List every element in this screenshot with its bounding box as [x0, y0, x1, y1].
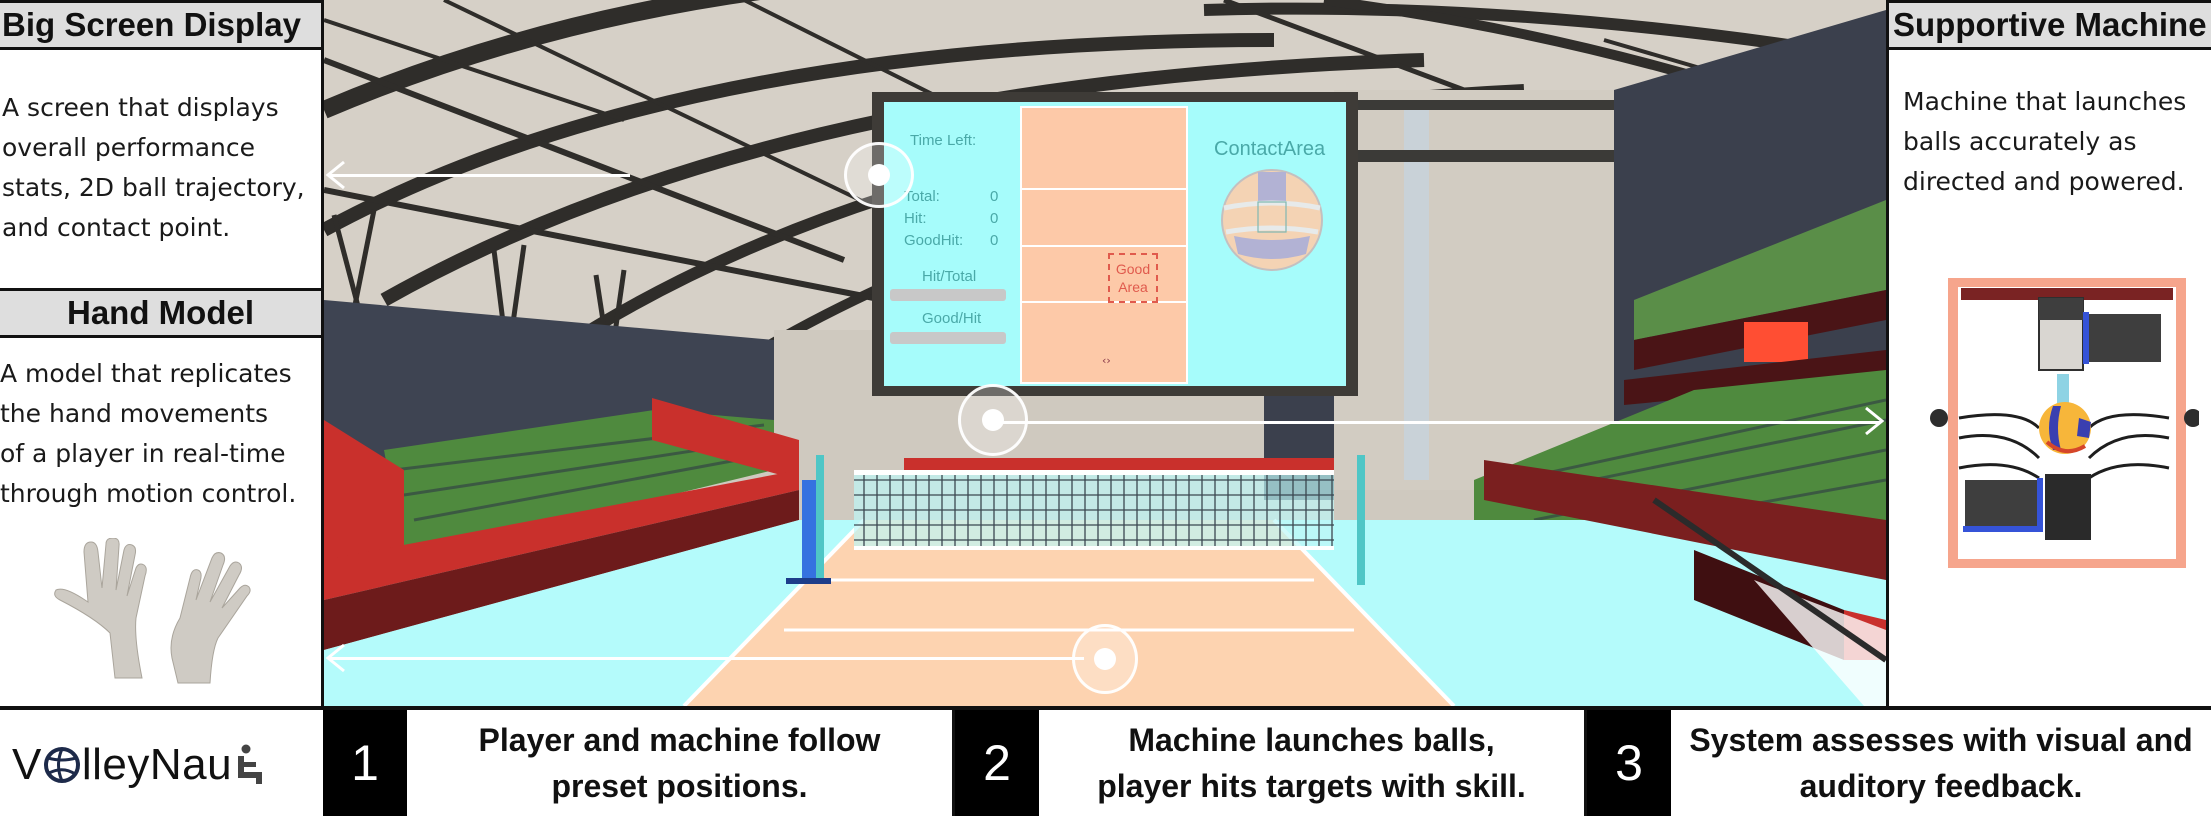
- good-hit-label: Good/Hit: [922, 310, 982, 327]
- supportive-machine-description: Machine that launches balls accurately a…: [1903, 82, 2186, 202]
- hit-total-progress-bar: [890, 289, 1006, 301]
- description-line: the hand movements: [0, 399, 269, 428]
- step-1-number: 1: [323, 710, 407, 816]
- big-screen-display-title: Big Screen Display: [2, 6, 301, 43]
- good-area-label-line2: Area: [1118, 279, 1148, 295]
- goodhit-label: GoodHit:: [904, 232, 964, 249]
- big-screen-display: Time Left: Total: 0 Hit: 0 GoodHit: 0 Hi…: [872, 92, 1358, 396]
- step-1-description: Player and machine follow preset positio…: [407, 710, 955, 816]
- left-panel: Big Screen Display A screen that display…: [0, 0, 324, 706]
- contact-area-ball-icon: [1221, 169, 1323, 271]
- machine-callout-circle: [958, 384, 1028, 456]
- good-hit-progress-bar: [890, 332, 1006, 344]
- hand-model-description: A model that replicates the hand movemen…: [0, 354, 296, 514]
- description-line: A screen that displays: [2, 93, 279, 122]
- step-number-text: 1: [351, 735, 379, 791]
- hand-model-callout-arrow: [330, 657, 1084, 660]
- big-screen-callout-circle: [844, 142, 914, 208]
- description-line: through motion control.: [0, 479, 297, 508]
- hand-model-header: Hand Model: [0, 288, 321, 338]
- big-screen-panel: Time Left: Total: 0 Hit: 0 GoodHit: 0 Hi…: [884, 102, 1346, 386]
- goodhit-value: 0: [990, 232, 999, 249]
- description-line: balls accurately as: [1903, 127, 2137, 156]
- big-screen-callout-arrow: [330, 174, 630, 177]
- volleyball-icon: [43, 747, 80, 783]
- step-line: player hits targets with skill.: [1097, 768, 1526, 804]
- description-line: overall performance: [2, 133, 256, 162]
- virtual-volleyball-arena-scene: Time Left: Total: 0 Hit: 0 GoodHit: 0 Hi…: [324, 0, 1886, 706]
- step-line: preset positions.: [551, 768, 808, 804]
- step-line: Machine launches balls,: [1128, 722, 1495, 758]
- footprint-marker: ‹›: [1102, 354, 1111, 367]
- machine-callout-arrow: [984, 421, 1880, 424]
- total-label: Total:: [904, 188, 940, 205]
- right-panel: Supportive Machine Machine that launches…: [1886, 0, 2211, 706]
- court-trajectory-map: Good Area ‹›: [1020, 106, 1188, 384]
- time-left-label: Time Left:: [910, 132, 977, 149]
- hand-model-callout-circle: [1072, 624, 1138, 694]
- step-line: System assesses with visual and: [1689, 722, 2193, 758]
- arrow-right-head-icon: [1865, 406, 1885, 436]
- description-line: Machine that launches: [1903, 87, 2187, 116]
- step-3-number: 3: [1587, 710, 1671, 816]
- good-area-target: Good Area: [1108, 253, 1158, 303]
- supportive-machine-header: Supportive Machine: [1889, 0, 2211, 50]
- logo-text-prefix: V: [12, 740, 42, 789]
- description-line: A model that replicates: [0, 359, 292, 388]
- step-line: Player and machine follow: [478, 722, 881, 758]
- description-line: of a player in real-time: [0, 439, 286, 468]
- workflow-steps-bar: V lleyNau 1 Player and machine follow pr…: [0, 706, 2211, 816]
- step-3-description: System assesses with visual and auditory…: [1671, 710, 2211, 816]
- arrow-left-head-icon: [325, 160, 345, 190]
- hand-model-title: Hand Model: [67, 294, 254, 331]
- total-value: 0: [990, 188, 999, 205]
- hit-label: Hit:: [904, 210, 927, 227]
- description-line: directed and powered.: [1903, 167, 2185, 196]
- contact-area-label: ContactArea: [1214, 138, 1326, 160]
- logo-text-suffix: lleyNau: [81, 740, 233, 789]
- step-2-description: Machine launches balls, player hits targ…: [1039, 710, 1587, 816]
- good-area-label-line1: Good: [1115, 261, 1151, 277]
- hand-models-image: [54, 538, 251, 684]
- ball-launching-machine-image: [1930, 278, 2199, 568]
- description-line: and contact point.: [2, 213, 231, 242]
- volleynaut-logo: V lleyNau: [12, 730, 266, 800]
- step-line: auditory feedback.: [1799, 768, 2083, 804]
- supportive-machine-title: Supportive Machine: [1893, 6, 2207, 43]
- arena-background: [324, 0, 1886, 706]
- hit-total-label: Hit/Total: [922, 268, 977, 285]
- hit-value: 0: [990, 210, 999, 227]
- step-2-number: 2: [955, 710, 1039, 816]
- step-number-text: 2: [983, 735, 1011, 791]
- arrow-left-head-icon: [325, 643, 345, 673]
- big-screen-display-header: Big Screen Display: [0, 0, 321, 50]
- wheelchair-icon: [238, 744, 263, 784]
- description-line: stats, 2D ball trajectory,: [2, 173, 305, 202]
- step-number-text: 3: [1615, 735, 1643, 791]
- big-screen-display-description: A screen that displays overall performan…: [2, 88, 305, 248]
